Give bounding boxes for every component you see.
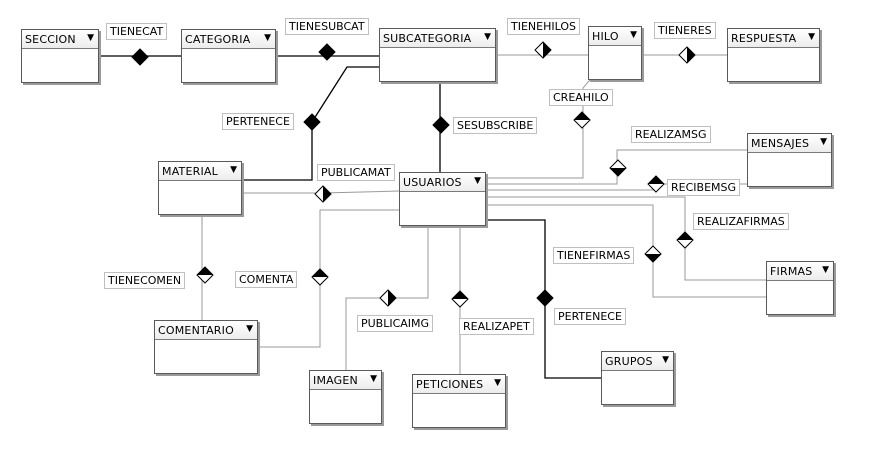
publicaimg-diamond-icon[interactable] <box>379 289 397 307</box>
realizamsg-diamond-icon[interactable] <box>609 159 627 177</box>
relationship-label-realizapet[interactable]: REALIZAPET <box>459 318 534 335</box>
realizapet-diamond-icon[interactable] <box>451 290 469 308</box>
entity-mensajes[interactable]: MENSAJES ▼ <box>747 133 832 187</box>
chevron-down-icon[interactable]: ▼ <box>246 324 253 334</box>
chevron-down-icon[interactable]: ▼ <box>370 374 377 384</box>
entity-imagen[interactable]: IMAGEN ▼ <box>309 370 382 424</box>
chevron-down-icon[interactable]: ▼ <box>808 32 815 42</box>
chevron-down-icon[interactable]: ▼ <box>87 33 94 43</box>
tienecat-diamond-icon[interactable] <box>131 48 149 66</box>
entity-comentario[interactable]: COMENTARIO ▼ <box>154 320 258 374</box>
entity-name: PETICIONES <box>416 378 484 391</box>
relationship-label-tienecat[interactable]: TIENECAT <box>106 23 168 40</box>
entity-name: HILO <box>592 30 619 43</box>
relationship-label-sesubscribe[interactable]: SESUBSCRIBE <box>453 117 538 134</box>
relationship-label-recibemsg[interactable]: RECIBEMSG <box>667 179 741 196</box>
recibemsg-diamond-icon[interactable] <box>647 175 665 193</box>
entity-name: USUARIOS <box>403 176 462 189</box>
pertenece-material-diamond-icon[interactable] <box>303 113 321 131</box>
tienecomen-diamond-icon[interactable] <box>196 266 214 284</box>
relationship-label-creahilo[interactable]: CREAHILO <box>549 89 613 106</box>
relationship-label-tieneres[interactable]: TIENERES <box>654 22 716 39</box>
relationship-label-pertenece-material[interactable]: PERTENECE <box>222 113 294 130</box>
entity-material[interactable]: MATERIAL ▼ <box>158 161 242 215</box>
chevron-down-icon[interactable]: ▼ <box>484 32 491 42</box>
entity-subcategoria[interactable]: SUBCATEGORIA ▼ <box>379 28 496 82</box>
relationship-label-comenta[interactable]: COMENTA <box>235 271 298 288</box>
relationship-label-tienefirmas[interactable]: TIENEFIRMAS <box>553 247 635 264</box>
tieneres-diamond-icon[interactable] <box>678 46 696 64</box>
entity-hilo[interactable]: HILO ▼ <box>588 26 642 80</box>
tienesubcat-diamond-icon[interactable] <box>318 43 336 61</box>
relationship-label-publicaimg[interactable]: PUBLICAIMG <box>357 315 434 332</box>
entity-name: FIRMAS <box>770 265 813 278</box>
relationship-diamonds <box>131 41 696 308</box>
sesubscribe-diamond-icon[interactable] <box>432 116 450 134</box>
entity-name: COMENTARIO <box>158 324 234 337</box>
relationship-label-realizamsg[interactable]: REALIZAMSG <box>631 126 711 143</box>
entity-firmas[interactable]: FIRMAS ▼ <box>766 261 834 315</box>
entity-peticiones[interactable]: PETICIONES ▼ <box>412 374 506 428</box>
relationship-label-publicamat[interactable]: PUBLICAMAT <box>317 164 395 181</box>
entity-seccion[interactable]: SECCION ▼ <box>21 29 99 83</box>
publicamat-diamond-icon[interactable] <box>314 185 332 203</box>
creahilo-diamond-icon[interactable] <box>573 111 591 129</box>
relationship-label-pertenece-grupos[interactable]: PERTENECE <box>554 308 626 325</box>
entity-name: SECCION <box>25 33 76 46</box>
chevron-down-icon[interactable]: ▼ <box>230 165 237 175</box>
chevron-down-icon[interactable]: ▼ <box>474 176 481 186</box>
entity-name: CATEGORIA <box>185 33 251 46</box>
tienehilos-diamond-icon[interactable] <box>534 41 552 59</box>
entity-grupos[interactable]: GRUPOS ▼ <box>601 351 674 405</box>
realizafirmas-diamond-icon[interactable] <box>676 231 694 249</box>
chevron-down-icon[interactable]: ▼ <box>494 378 501 388</box>
entity-name: SUBCATEGORIA <box>383 32 472 45</box>
entity-usuarios[interactable]: USUARIOS ▼ <box>399 172 486 226</box>
relationship-label-realizafirmas[interactable]: REALIZAFIRMAS <box>693 213 789 230</box>
pertenece-grupos-diamond-icon[interactable] <box>536 289 554 307</box>
chevron-down-icon[interactable]: ▼ <box>264 33 271 43</box>
chevron-down-icon[interactable]: ▼ <box>822 265 829 275</box>
relationship-label-tienecomen[interactable]: TIENECOMEN <box>104 272 186 289</box>
relationship-label-tienesubcat[interactable]: TIENESUBCAT <box>285 18 369 35</box>
entity-name: GRUPOS <box>605 355 653 368</box>
tienefirmas-diamond-icon[interactable] <box>644 245 662 263</box>
relationship-label-tienehilos[interactable]: TIENEHILOS <box>507 18 580 35</box>
entity-name: IMAGEN <box>313 374 358 387</box>
comenta-diamond-icon[interactable] <box>311 268 329 286</box>
line-realizafirmas <box>486 196 766 281</box>
entity-name: MATERIAL <box>162 165 218 178</box>
chevron-down-icon[interactable]: ▼ <box>630 30 637 40</box>
entity-respuesta[interactable]: RESPUESTA ▼ <box>727 28 820 82</box>
entity-categoria[interactable]: CATEGORIA ▼ <box>181 29 276 83</box>
chevron-down-icon[interactable]: ▼ <box>820 137 827 147</box>
entity-name: RESPUESTA <box>731 32 797 45</box>
chevron-down-icon[interactable]: ▼ <box>662 355 669 365</box>
entity-name: MENSAJES <box>751 137 810 150</box>
